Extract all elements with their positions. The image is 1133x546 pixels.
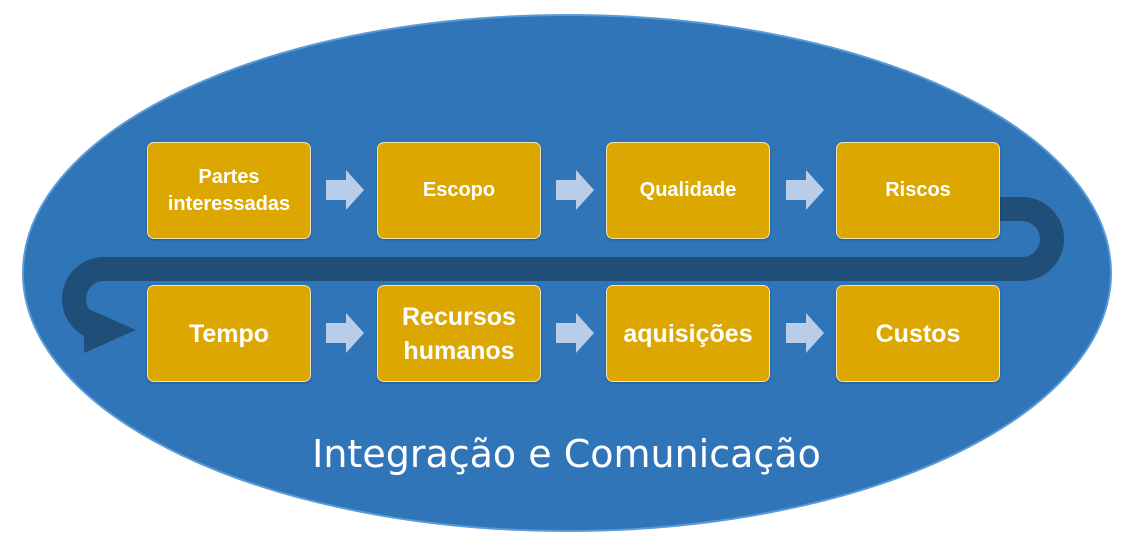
arrow-right-icon	[556, 313, 594, 353]
step-label-line1: Partes	[198, 165, 260, 188]
step-custos: Custos	[836, 285, 1000, 382]
step-label: Riscos	[885, 179, 951, 201]
step-recursos-humanos: Recursos humanos	[377, 285, 541, 382]
step-label: Qualidade	[639, 179, 737, 201]
step-partes-interessadas: Partes interessadas	[147, 142, 311, 239]
step-label: aquisições	[623, 319, 753, 348]
step-escopo: Escopo	[377, 142, 541, 239]
step-label-line1: Recursos	[402, 302, 516, 331]
step-riscos: Riscos	[836, 142, 1000, 239]
arrow-right-icon	[326, 313, 364, 353]
arrow-right-icon	[326, 170, 364, 210]
step-tempo: Tempo	[147, 285, 311, 382]
step-label: Escopo	[422, 179, 496, 201]
arrow-right-icon	[556, 170, 594, 210]
arrow-right-icon	[786, 170, 824, 210]
step-label: Custos	[875, 319, 961, 348]
step-aquisicoes: aquisições	[606, 285, 770, 382]
connector-arrowhead	[84, 307, 136, 353]
step-label-line2: humanos	[403, 336, 515, 365]
step-qualidade: Qualidade	[606, 142, 770, 239]
arrow-right-icon	[786, 313, 824, 353]
step-label: Tempo	[188, 319, 270, 348]
step-label-line2: interessadas	[167, 192, 291, 215]
footer-caption: Integração e Comunicação	[312, 432, 821, 476]
